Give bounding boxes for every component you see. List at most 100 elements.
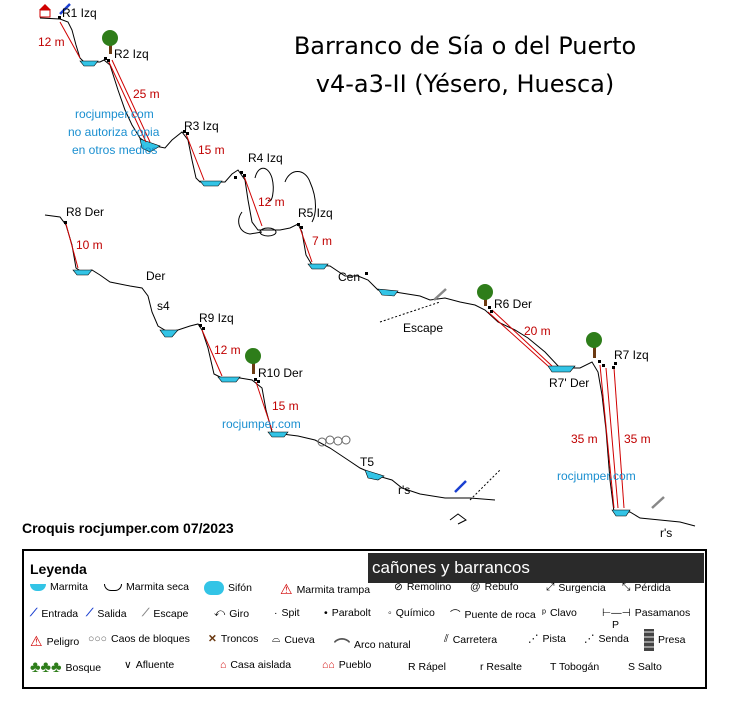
legend-bosque: ♣♣♣Bosque <box>30 659 102 676</box>
height-label: 15 m <box>272 399 299 413</box>
legend-puente: ⌒Puente de roca <box>450 608 536 622</box>
label-s4: s4 <box>157 299 170 313</box>
perdida-icon: ⤡ <box>622 581 631 593</box>
tree-icon <box>477 284 493 306</box>
height-label: 12 m <box>38 35 65 49</box>
label-r10: R10 Der <box>258 366 303 380</box>
legend-afluente: ∨Afluente <box>124 659 175 671</box>
legend-title: Leyenda <box>30 561 87 577</box>
watermark-text: rocjumper.com <box>222 417 301 431</box>
legend-tobogan: T Tobogán <box>550 661 600 673</box>
marmita-icon <box>30 583 46 591</box>
label-r4: R4 Izq <box>248 151 283 165</box>
escape-icon: ⟋ <box>142 607 150 619</box>
senda-icon: ⋰ <box>584 633 595 645</box>
height-label: 15 m <box>198 143 225 157</box>
legend-perdida: ⤡Pérdida <box>622 581 671 594</box>
legend-salto: S Salto <box>628 661 662 673</box>
legend-banner: cañones y barrancos <box>368 553 704 583</box>
anchors <box>58 16 617 383</box>
label-r9: R9 Izq <box>199 311 234 325</box>
caos-de-bloques-icon <box>317 435 351 447</box>
pueblo-icon: ⌂⌂ <box>322 659 335 671</box>
label-r8: R8 Der <box>66 205 104 219</box>
height-label: 25 m <box>133 87 160 101</box>
watermark-text: no autoriza copia <box>68 125 160 139</box>
label-r2: R2 Izq <box>114 47 149 61</box>
bosque-icon: ♣♣♣ <box>30 659 62 676</box>
legend-arco: ⌒Arco natural <box>334 633 411 657</box>
legend-parabolt: •Parabolt <box>324 607 371 619</box>
escape-arrow-icon <box>433 288 447 301</box>
legend-resalte: r Resalte <box>480 661 523 673</box>
legend-pueblo: ⌂⌂Pueblo <box>322 659 372 671</box>
legend-remolino: ⊘Remolino <box>394 581 452 593</box>
remolino-icon: ⊘ <box>394 581 403 593</box>
legend-rapel: R Rápel <box>408 661 446 673</box>
puente-icon: ⌒ <box>450 609 461 621</box>
troncos-icon: ✕ <box>208 633 217 645</box>
pista-icon: ⋰ <box>528 633 539 645</box>
carretera-icon: ⫽ <box>444 633 449 645</box>
peligro-icon: ⚠ <box>280 581 293 597</box>
legend-spit: ·Spit <box>274 607 300 619</box>
legend-caos: ○○○Caos de bloques <box>88 633 190 645</box>
legend-giro: ⤺Giro <box>214 607 250 620</box>
legend-carretera: ⫽Carretera <box>444 633 498 646</box>
legend-quimico: ◦Químico <box>388 607 435 619</box>
spit-icon: · <box>274 607 278 619</box>
escape-arrow-icon <box>651 496 665 509</box>
page-subtitle: v4-a3-II (Yésero, Huesca) <box>315 70 615 98</box>
pasamanos-icon: ⊢—⊣ <box>602 607 631 619</box>
watermark-text: rocjumper.com <box>557 469 636 483</box>
marmita-seca-icon <box>104 583 122 591</box>
label-r6: R6 Der <box>494 297 532 311</box>
legend-marmita: Marmita <box>30 581 88 593</box>
surgencia-icon: ⤢ <box>546 581 555 593</box>
rebufo-icon: @ <box>470 581 481 593</box>
salida-icon: ⟋ <box>86 607 94 619</box>
rappel-ropes <box>59 21 625 509</box>
label-r5: R5 Izq <box>298 206 333 220</box>
legend-p-mark: P <box>612 619 620 631</box>
giro-icon: ⤺ <box>214 607 226 619</box>
casa-aislada-icon <box>39 4 51 18</box>
label-rs: r's <box>660 526 672 540</box>
watermark-text: en otros medios <box>72 143 157 157</box>
tree-icon <box>102 30 118 54</box>
height-label: 10 m <box>76 238 103 252</box>
legend-salida: ⟋Salida <box>86 607 127 620</box>
entrada-arrow-icon <box>59 3 71 15</box>
sifon-icon <box>204 581 224 595</box>
label-cen: Cen <box>338 270 360 284</box>
label-r3: R3 Izq <box>184 119 219 133</box>
label-der: Der <box>146 269 165 283</box>
presa-icon <box>644 629 654 651</box>
legend-escape: ⟋Escape <box>142 607 189 620</box>
height-label: 35 m <box>571 432 598 446</box>
legend-peligro: ⚠Peligro <box>30 633 80 649</box>
marmita-pools <box>72 60 631 517</box>
legend-pista: ⋰Pista <box>528 633 566 645</box>
entrada-icon: ⟋ <box>30 607 38 619</box>
height-label: 35 m <box>624 432 651 446</box>
legend-marmita-trampa: ⚠Marmita trampa <box>280 581 371 597</box>
escape-path <box>379 301 441 323</box>
height-label: 20 m <box>524 324 551 338</box>
legend-marmita-seca: Marmita seca <box>104 581 189 593</box>
cueva-icon: ⌓ <box>272 633 281 645</box>
label-r7p: R7' Der <box>549 376 589 390</box>
legend-cueva: ⌓Cueva <box>272 633 315 646</box>
tree-icon <box>586 332 602 358</box>
page-title: Barranco de Sía o del Puerto <box>293 32 637 60</box>
legend-casa: ⌂Casa aislada <box>220 659 292 671</box>
tree-icon <box>245 348 261 374</box>
legend-senda: ⋰Senda <box>584 633 629 645</box>
afluente-icon: ∨ <box>124 659 132 671</box>
label-escape: Escape <box>403 321 443 335</box>
casa-icon: ⌂ <box>220 659 227 671</box>
salida-arrow-icon <box>454 480 467 493</box>
label-r1: R1 Izq <box>62 6 97 20</box>
watermark-text: rocjumper.com <box>75 107 154 121</box>
